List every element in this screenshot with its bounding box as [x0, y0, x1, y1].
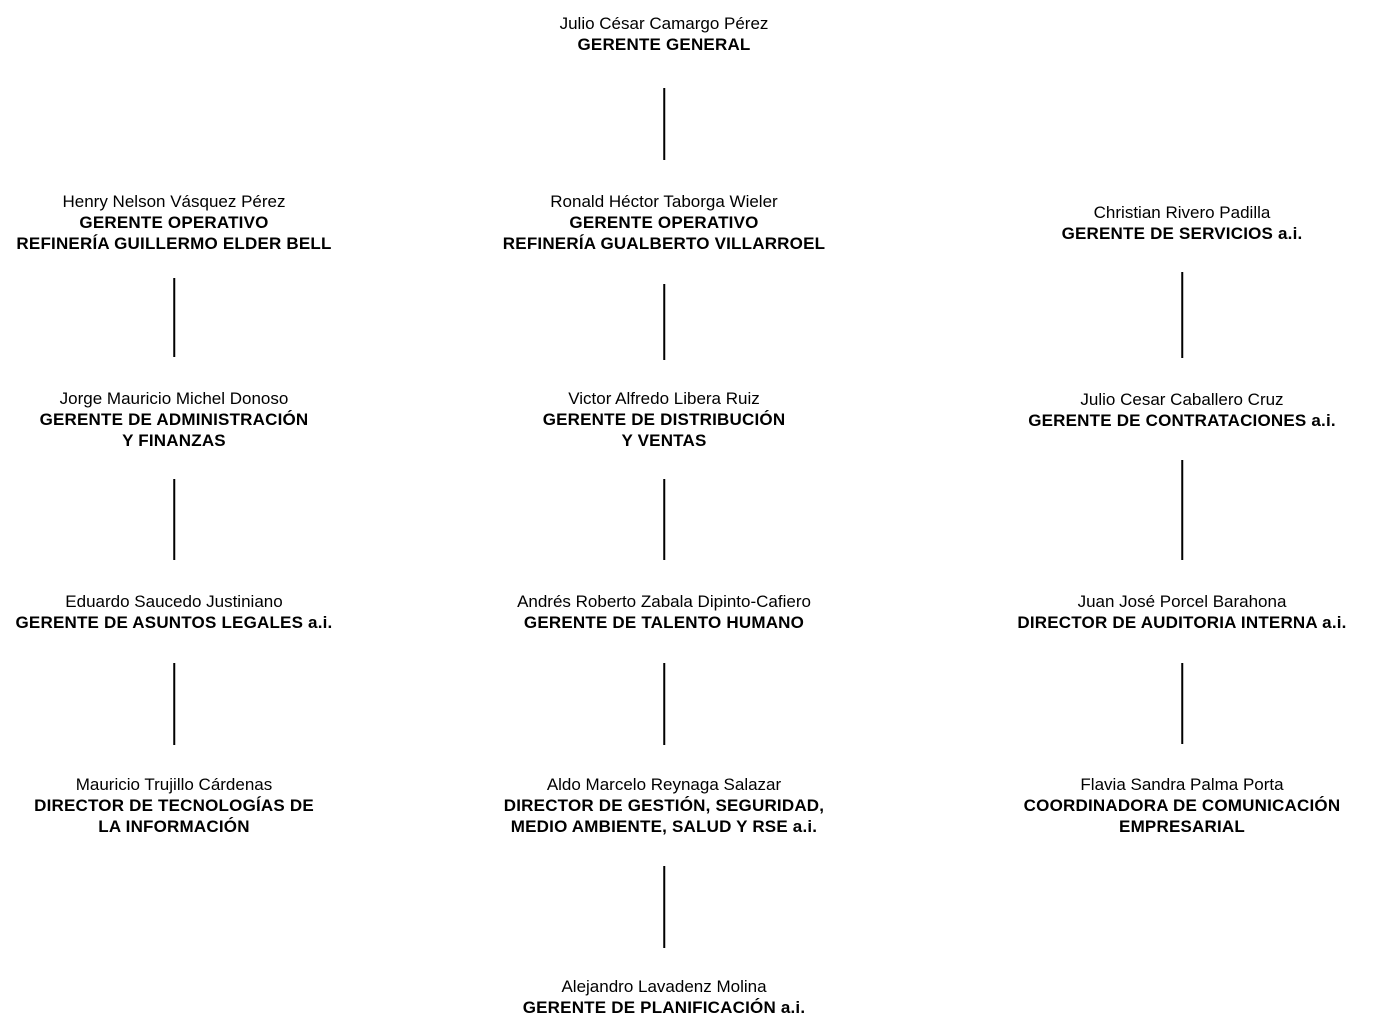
org-node-gerente-planificacion: Alejandro Lavadenz Molina GERENTE DE PLA…	[464, 976, 864, 1018]
org-node-director-tecnologias: Mauricio Trujillo Cárdenas DIRECTOR DE T…	[0, 774, 374, 837]
connector-line	[173, 479, 175, 560]
org-node-gerente-general: Julio César Camargo Pérez GERENTE GENERA…	[464, 13, 864, 55]
connector-line	[1181, 272, 1183, 358]
person-name: Christian Rivero Padilla	[1093, 203, 1271, 222]
role-title: GERENTE DE PLANIFICACIÓN a.i.	[522, 998, 806, 1017]
connector-line	[173, 278, 175, 357]
person-name: Henry Nelson Vásquez Pérez	[62, 192, 286, 211]
person-name: Alejandro Lavadenz Molina	[561, 977, 767, 996]
org-node-gerente-operativo-gv: Ronald Héctor Taborga Wieler GERENTE OPE…	[464, 191, 864, 254]
person-name: Aldo Marcelo Reynaga Salazar	[546, 775, 782, 794]
role-title: GERENTE GENERAL	[577, 35, 751, 54]
role-title: GERENTE DE CONTRATACIONES a.i.	[1028, 411, 1336, 430]
connector-line	[663, 479, 665, 560]
org-node-gerente-operativo-geb: Henry Nelson Vásquez Pérez GERENTE OPERA…	[0, 191, 374, 254]
person-name: Victor Alfredo Libera Ruiz	[568, 389, 760, 408]
person-name: Julio Cesar Caballero Cruz	[1080, 390, 1284, 409]
org-node-gerente-talento-humano: Andrés Roberto Zabala Dipinto-Cafiero GE…	[464, 591, 864, 633]
connector-line	[173, 663, 175, 745]
org-node-coordinadora-comunicacion: Flavia Sandra Palma Porta COORDINADORA D…	[982, 774, 1376, 837]
role-title: GERENTE DE TALENTO HUMANO	[523, 613, 805, 632]
person-name: Mauricio Trujillo Cárdenas	[75, 775, 273, 794]
person-name: Eduardo Saucedo Justiniano	[65, 592, 283, 611]
org-node-gerente-admin-finanzas: Jorge Mauricio Michel Donoso GERENTE DE …	[0, 388, 374, 451]
connector-line	[1181, 460, 1183, 560]
person-name: Ronald Héctor Taborga Wieler	[550, 192, 778, 211]
role-title: GERENTE OPERATIVO REFINERÍA GUALBERTO VI…	[502, 213, 826, 253]
connector-line	[663, 663, 665, 745]
connector-line	[663, 284, 665, 360]
person-name: Andrés Roberto Zabala Dipinto-Cafiero	[517, 592, 811, 611]
org-node-gerente-asuntos-legales: Eduardo Saucedo Justiniano GERENTE DE AS…	[0, 591, 374, 633]
role-title: DIRECTOR DE AUDITORIA INTERNA a.i.	[1017, 613, 1347, 632]
role-title: GERENTE DE ASUNTOS LEGALES a.i.	[15, 613, 333, 632]
connector-line	[663, 88, 665, 160]
person-name: Julio César Camargo Pérez	[559, 14, 769, 33]
org-node-gerente-servicios: Christian Rivero Padilla GERENTE DE SERV…	[982, 202, 1376, 244]
role-title: GERENTE OPERATIVO REFINERÍA GUILLERMO EL…	[16, 213, 332, 253]
role-title: GERENTE DE DISTRIBUCIÓN Y VENTAS	[542, 410, 786, 450]
org-node-director-auditoria: Juan José Porcel Barahona DIRECTOR DE AU…	[982, 591, 1376, 633]
connector-line	[663, 866, 665, 948]
role-title: DIRECTOR DE TECNOLOGÍAS DE LA INFORMACIÓ…	[34, 796, 314, 836]
org-node-gerente-distribucion: Victor Alfredo Libera Ruiz GERENTE DE DI…	[464, 388, 864, 451]
person-name: Juan José Porcel Barahona	[1077, 592, 1287, 611]
person-name: Flavia Sandra Palma Porta	[1080, 775, 1284, 794]
role-title: DIRECTOR DE GESTIÓN, SEGURIDAD, MEDIO AM…	[503, 796, 825, 836]
org-node-director-gestion-seguridad: Aldo Marcelo Reynaga Salazar DIRECTOR DE…	[464, 774, 864, 837]
role-title: GERENTE DE ADMINISTRACIÓN Y FINANZAS	[39, 410, 309, 450]
role-title: GERENTE DE SERVICIOS a.i.	[1061, 224, 1303, 243]
person-name: Jorge Mauricio Michel Donoso	[59, 389, 289, 408]
role-title: COORDINADORA DE COMUNICACIÓN EMPRESARIAL	[1023, 796, 1341, 836]
org-node-gerente-contrataciones: Julio Cesar Caballero Cruz GERENTE DE CO…	[982, 389, 1376, 431]
connector-line	[1181, 663, 1183, 744]
